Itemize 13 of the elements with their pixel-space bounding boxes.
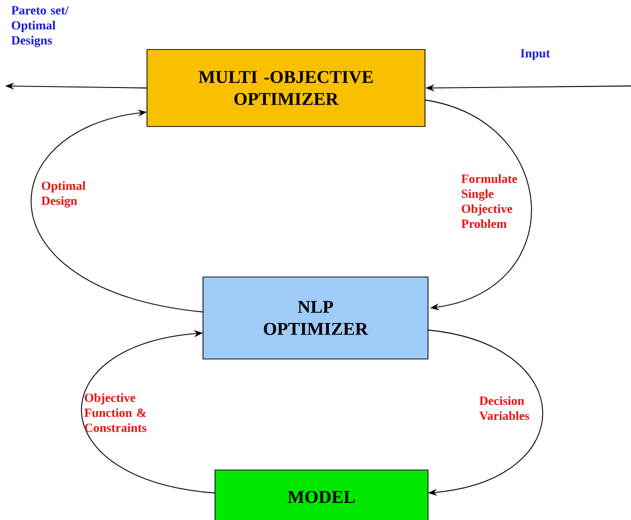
- arrow: [424, 100, 532, 310]
- edge-label: Objective Function & Constraints: [84, 393, 146, 432]
- edge-label: Optimal Design: [41, 181, 86, 208]
- edge-label: Pareto set/ Optimal Designs: [11, 6, 69, 48]
- process-box: MULTI -OBJECTIVE OPTIMIZER: [146, 49, 426, 127]
- arrow: [81, 330, 216, 494]
- edge-label: Input: [520, 49, 550, 60]
- process-box: NLP OPTIMIZER: [202, 276, 428, 360]
- edge-label: Decision Variables: [479, 396, 530, 420]
- arrow: [428, 330, 544, 496]
- arrow: [31, 110, 204, 312]
- process-box: MODEL: [214, 470, 428, 520]
- edge-label: Formulate Single Objective Problem: [461, 174, 518, 228]
